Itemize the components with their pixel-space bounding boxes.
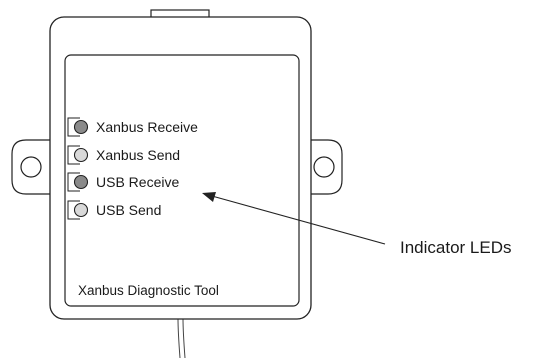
left-mounting-tab — [11, 139, 52, 195]
left-mounting-hole — [20, 156, 42, 178]
led-holder — [67, 117, 80, 137]
led-holder — [67, 200, 80, 220]
led-row-xanbus-receive: Xanbus Receive — [67, 117, 198, 137]
led-holder — [67, 145, 80, 165]
led-label-usb-receive: USB Receive — [96, 174, 179, 190]
led-label-xanbus-receive: Xanbus Receive — [96, 119, 198, 135]
led-xanbus-receive — [73, 119, 89, 135]
led-label-xanbus-send: Xanbus Send — [96, 147, 180, 163]
device-name-label: Xanbus Diagnostic Tool — [78, 283, 219, 298]
front-panel — [64, 54, 300, 307]
led-row-xanbus-send: Xanbus Send — [67, 145, 180, 165]
led-row-usb-receive: USB Receive — [67, 172, 179, 192]
right-mounting-tab — [310, 139, 343, 195]
right-mounting-hole — [313, 156, 335, 178]
led-label-usb-send: USB Send — [96, 202, 161, 218]
arrow-head-icon — [202, 192, 216, 202]
led-xanbus-send — [73, 147, 89, 163]
cable — [177, 317, 186, 358]
led-usb-send — [73, 202, 89, 218]
led-holder — [67, 172, 80, 192]
callout-label: Indicator LEDs — [400, 238, 512, 257]
led-group: Xanbus Receive Xanbus Send USB Receive U… — [67, 117, 198, 220]
callout-arrow — [202, 192, 386, 245]
led-usb-receive — [73, 174, 89, 190]
led-row-usb-send: USB Send — [67, 200, 161, 220]
